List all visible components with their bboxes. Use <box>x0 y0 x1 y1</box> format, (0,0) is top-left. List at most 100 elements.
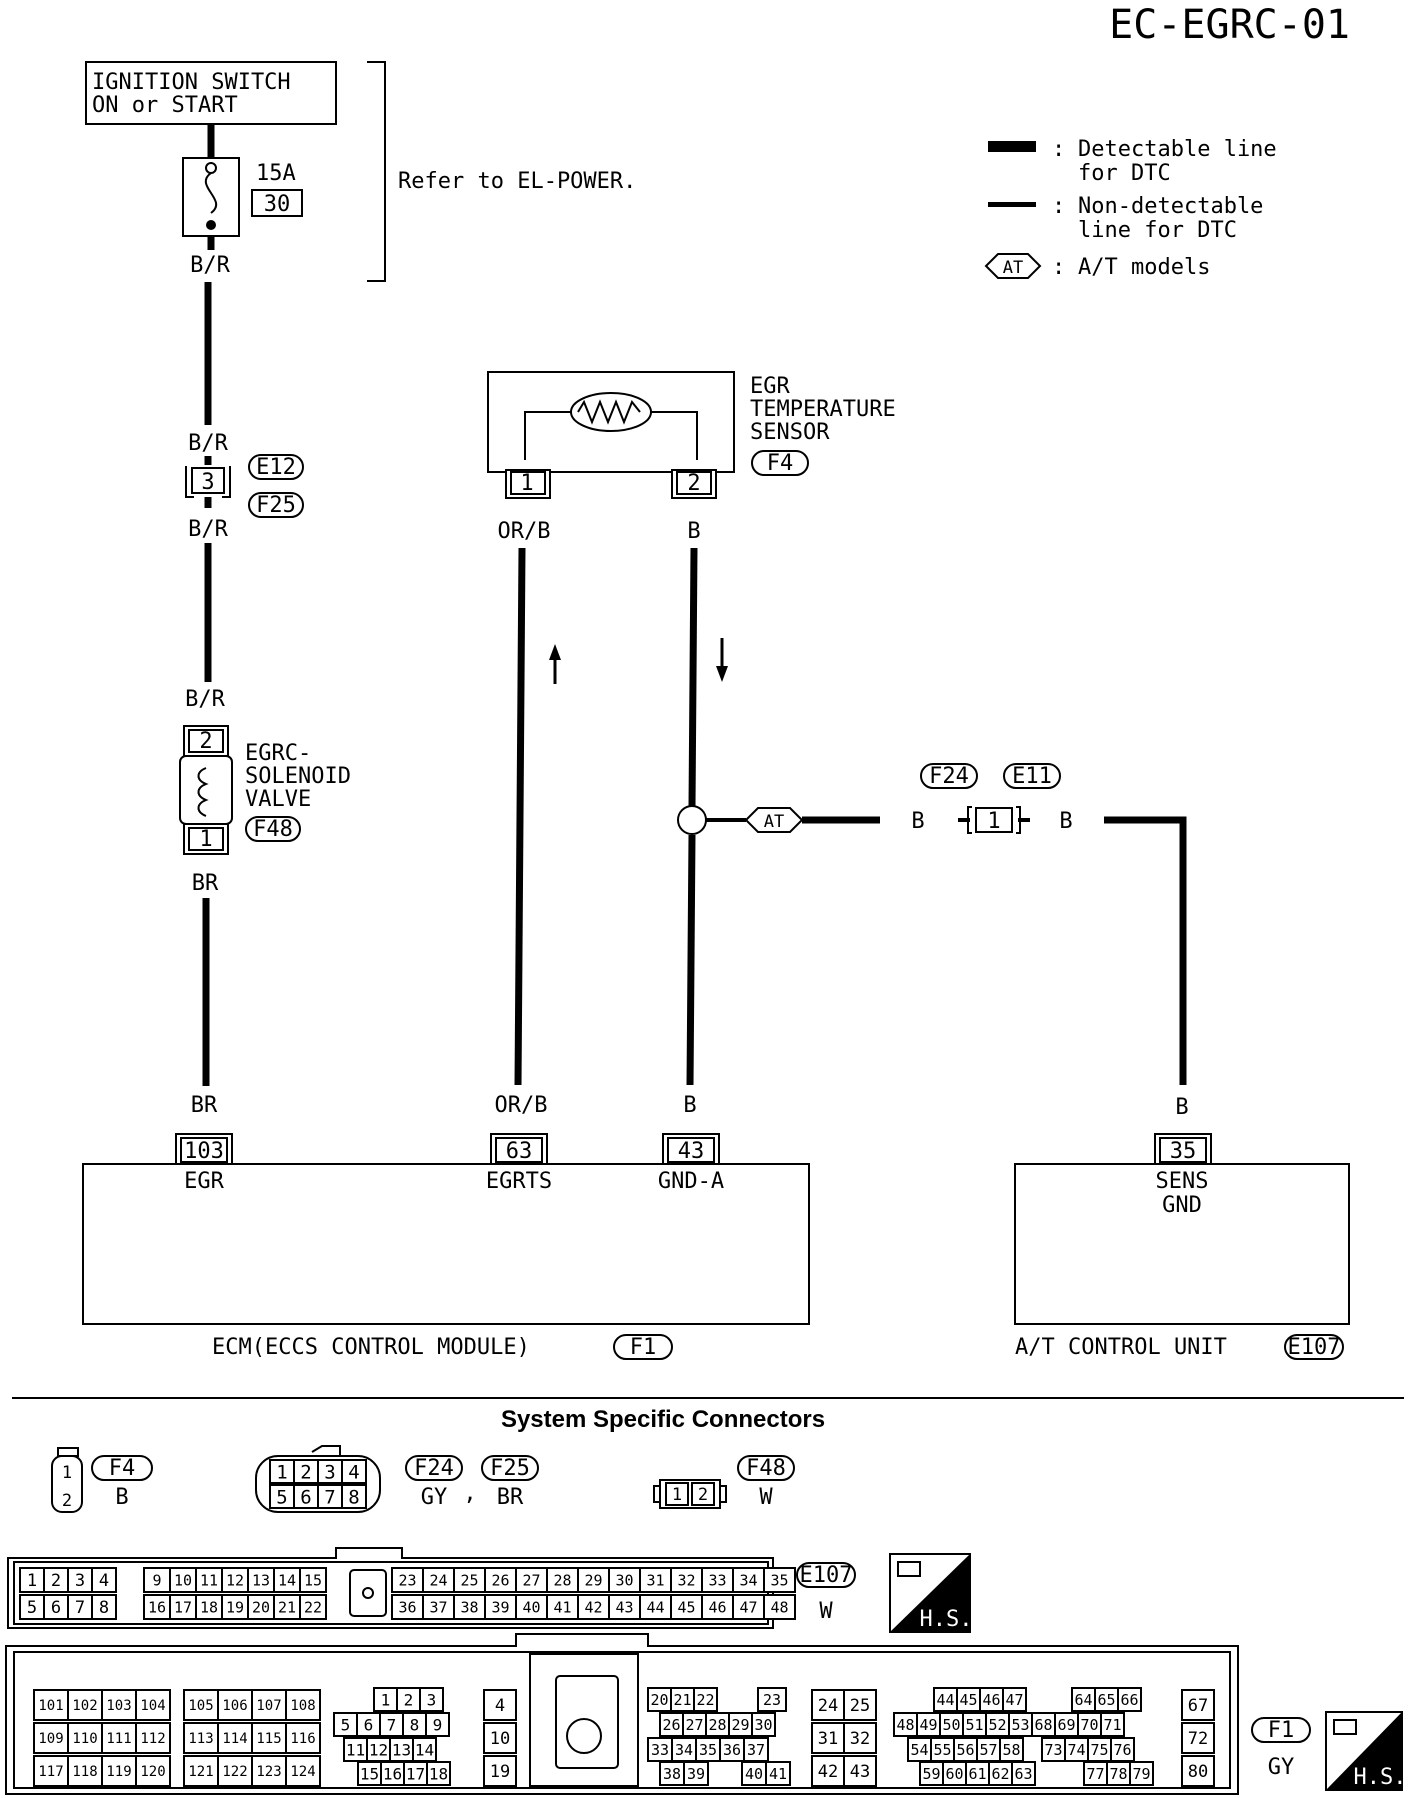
pin-cell <box>217 1722 253 1754</box>
pin-number: 22 <box>304 1598 322 1616</box>
ignition-switch-box <box>85 61 337 125</box>
legend-at-text: A/T models <box>1078 255 1210 280</box>
pin-number: 5 <box>276 1486 287 1508</box>
at-control-unit: 35 SENS GND A/T CONTROL UNIT E107 <box>1014 1133 1350 1360</box>
pin-number: 25 <box>850 1696 870 1716</box>
svg-text:B: B <box>1059 809 1072 834</box>
svg-text:3: 3 <box>201 470 214 495</box>
pin-number: 50 <box>942 1716 960 1734</box>
pin-cell <box>273 1567 301 1593</box>
svg-text:GND-A: GND-A <box>658 1169 724 1194</box>
pin-cell <box>483 1722 517 1754</box>
legend-at-symbol <box>984 253 1042 279</box>
svg-text:H.S.: H.S. <box>1354 1765 1407 1790</box>
pin-number: 106 <box>222 1698 247 1714</box>
pin-number: 26 <box>491 1571 509 1589</box>
svg-text:15A: 15A <box>256 161 296 186</box>
pin-number: 7 <box>75 1598 85 1618</box>
svg-text:SENS: SENS <box>1156 1169 1209 1194</box>
pin-cell <box>1181 1755 1215 1787</box>
pin-number: 22 <box>696 1691 714 1709</box>
pin-cell <box>67 1689 103 1721</box>
svg-text:1: 1 <box>520 471 533 496</box>
pin-cell <box>135 1689 171 1721</box>
svg-text:F25: F25 <box>490 1456 530 1481</box>
pin-number: 3 <box>427 1690 437 1709</box>
svg-text:AT: AT <box>1003 258 1023 278</box>
svg-text:43: 43 <box>678 1139 705 1164</box>
pin-number: 60 <box>945 1765 963 1783</box>
pin-number: 69 <box>1057 1716 1075 1734</box>
pin-number: 65 <box>1097 1691 1115 1709</box>
svg-text:B: B <box>683 1093 696 1118</box>
svg-text:35: 35 <box>1170 1139 1197 1164</box>
pin-number: 16 <box>148 1598 166 1616</box>
pin-number: 6 <box>300 1486 311 1508</box>
pin-number: 118 <box>72 1764 97 1780</box>
egrc-solenoid-valve: 2 1 EGRC- SOLENOID VALVE F48 <box>179 725 351 855</box>
pin-number: 30 <box>615 1571 633 1589</box>
pin-number: 48 <box>896 1716 914 1734</box>
pin-cell <box>751 1712 776 1737</box>
pin-number: 47 <box>739 1598 757 1616</box>
svg-text:2: 2 <box>199 729 212 754</box>
pin-number: 37 <box>747 1741 765 1759</box>
pin-cell <box>299 1594 327 1620</box>
legend-detectable-text: Detectable line <box>1078 137 1277 162</box>
pin-cell <box>763 1567 796 1593</box>
pin-number: 19 <box>490 1762 510 1782</box>
svg-text:E107: E107 <box>800 1563 853 1588</box>
pin-number: 38 <box>460 1598 478 1616</box>
pin-cell <box>765 1761 791 1786</box>
pin-cell <box>1117 1687 1142 1712</box>
pin-cell <box>453 1567 486 1593</box>
pin-cell <box>1002 1687 1027 1712</box>
pin-number: 107 <box>256 1698 281 1714</box>
pin-cell <box>811 1689 845 1721</box>
svg-text:EGRC-: EGRC- <box>245 741 311 766</box>
pin-cell <box>639 1567 672 1593</box>
pin-number: 24 <box>429 1571 447 1589</box>
pin-cell <box>1129 1761 1154 1786</box>
svg-text:B: B <box>911 809 924 834</box>
svg-text:103: 103 <box>184 1139 224 1164</box>
pin-number: 23 <box>398 1571 416 1589</box>
pin-cell <box>757 1687 787 1712</box>
pin-number: 104 <box>140 1698 165 1714</box>
pin-cell <box>285 1755 321 1787</box>
pin-number: 58 <box>1002 1741 1020 1759</box>
svg-text:H.S.: H.S. <box>920 1607 973 1632</box>
pin-number: 6 <box>51 1598 61 1618</box>
pin-cell <box>483 1689 517 1721</box>
svg-text:1: 1 <box>987 809 1000 834</box>
pin-number: 8 <box>410 1715 420 1734</box>
svg-text:EGR: EGR <box>184 1169 224 1194</box>
connector-e12-f25: 3 E12 F25 <box>185 454 304 518</box>
pin-number: 23 <box>763 1691 781 1709</box>
pin-number: 123 <box>256 1764 281 1780</box>
svg-text:2: 2 <box>687 471 700 496</box>
pin-cell <box>763 1594 796 1620</box>
pin-number: 11 <box>200 1571 218 1589</box>
svg-text:F48: F48 <box>253 817 293 842</box>
pin-cell <box>67 1722 103 1754</box>
pin-number: 19 <box>226 1598 244 1616</box>
pin-number: 4 <box>495 1696 505 1716</box>
pin-cell <box>422 1567 455 1593</box>
svg-text:OR/B: OR/B <box>498 519 551 544</box>
pin-cell <box>732 1594 765 1620</box>
svg-text:B/R: B/R <box>190 253 230 278</box>
pin-cell <box>285 1689 321 1721</box>
pin-number: 121 <box>188 1764 213 1780</box>
pin-number: 43 <box>615 1598 633 1616</box>
pin-cell <box>135 1755 171 1787</box>
pin-number: 63 <box>1014 1765 1032 1783</box>
svg-text:SOLENOID: SOLENOID <box>245 764 351 789</box>
pin-cell <box>91 1594 117 1620</box>
pin-number: 13 <box>252 1571 270 1589</box>
pin-number: 5 <box>27 1598 37 1618</box>
svg-text:B/R: B/R <box>188 517 228 542</box>
